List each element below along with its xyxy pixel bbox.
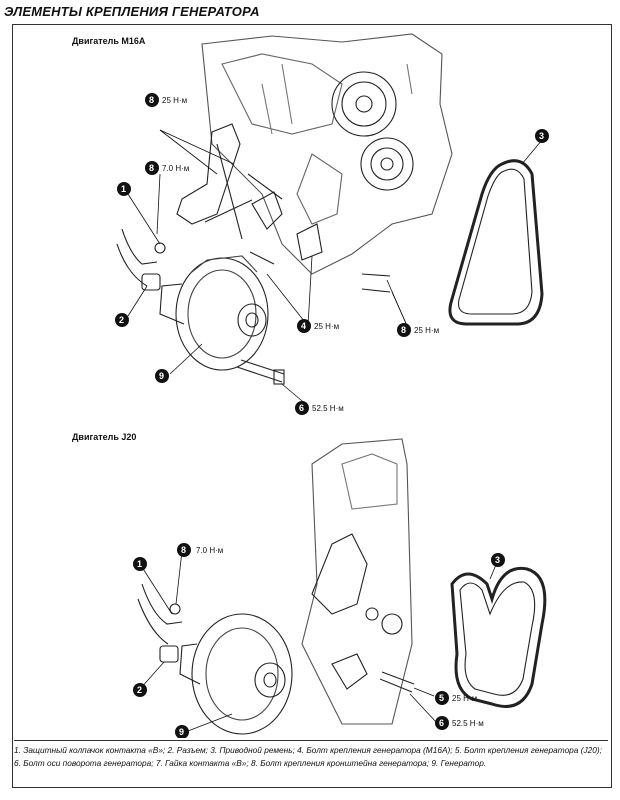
engine-m16a-drawing xyxy=(201,33,453,275)
callout-6-bottom: 6 52.5 Н·м xyxy=(435,716,484,730)
svg-text:25 Н·м: 25 Н·м xyxy=(452,694,477,703)
svg-text:8: 8 xyxy=(149,95,154,105)
callout-4-top: 4 25 Н·м xyxy=(297,319,339,333)
svg-text:4: 4 xyxy=(301,321,306,331)
connector-j20 xyxy=(137,583,183,663)
callout-8-top-1: 8 25 Н·м xyxy=(145,93,187,107)
svg-text:8: 8 xyxy=(149,163,154,173)
section-label-m16a: Двигатель M16A xyxy=(72,36,146,46)
belt-j20 xyxy=(450,566,547,708)
figure-caption: 1. Защитный колпачок контакта «В»; 2. Ра… xyxy=(14,740,608,770)
diagram-frame xyxy=(12,24,612,788)
callout-9-top: 9 xyxy=(155,369,169,383)
engine-j20-drawing xyxy=(301,438,413,725)
alternator-mounting-diagram: 8 25 Н·м 8 7.0 Н·м 1 2 3 4 25 Н·м 8 25 Н·м 9… xyxy=(115,33,549,738)
callout-3-top: 3 xyxy=(535,129,549,143)
page-title: ЭЛЕМЕНТЫ КРЕПЛЕНИЯ ГЕНЕРАТОРА xyxy=(4,4,260,19)
svg-text:1: 1 xyxy=(121,184,126,194)
svg-text:8: 8 xyxy=(401,325,406,335)
svg-text:6: 6 xyxy=(439,718,444,728)
svg-text:3: 3 xyxy=(495,555,500,565)
callout-1-top: 1 xyxy=(117,182,131,196)
svg-text:9: 9 xyxy=(159,371,164,381)
section-label-j20: Двигатель J20 xyxy=(72,432,137,442)
svg-text:6: 6 xyxy=(299,403,304,413)
bolts-m16a xyxy=(204,173,391,385)
callout-3-bottom: 3 xyxy=(491,553,505,567)
bracket-m16a xyxy=(176,123,323,261)
svg-text:25 Н·м: 25 Н·м xyxy=(414,326,439,335)
belt-m16a xyxy=(448,159,544,326)
svg-text:2: 2 xyxy=(119,315,124,325)
callout-2-top: 2 xyxy=(115,313,129,327)
callout-8-bottom: 8 7.0 Н·м xyxy=(177,543,223,557)
svg-text:2: 2 xyxy=(137,685,142,695)
callout-5-bottom: 5 25 Н·м xyxy=(435,691,477,705)
callout-1-bottom: 1 xyxy=(133,557,147,571)
callout-6-top: 6 52.5 Н·м xyxy=(295,401,344,415)
callout-9-bottom: 9 xyxy=(175,725,189,738)
svg-text:25 Н·м: 25 Н·м xyxy=(314,322,339,331)
callout-8-top-2: 8 7.0 Н·м xyxy=(145,161,189,175)
callout-2-bottom: 2 xyxy=(133,683,147,697)
svg-text:52.5 Н·м: 52.5 Н·м xyxy=(452,719,484,728)
svg-text:3: 3 xyxy=(539,131,544,141)
svg-text:25 Н·м: 25 Н·м xyxy=(162,96,187,105)
svg-text:1: 1 xyxy=(137,559,142,569)
svg-text:52.5 Н·м: 52.5 Н·м xyxy=(312,404,344,413)
svg-text:7.0 Н·м: 7.0 Н·м xyxy=(196,546,223,555)
callout-8-top-3: 8 25 Н·м xyxy=(397,323,439,337)
svg-text:7.0 Н·м: 7.0 Н·м xyxy=(162,164,189,173)
alternator-m16a xyxy=(159,255,269,371)
svg-text:5: 5 xyxy=(439,693,444,703)
svg-text:8: 8 xyxy=(181,545,186,555)
leader-lines xyxy=(127,129,543,732)
svg-text:9: 9 xyxy=(179,727,184,737)
bolts-j20 xyxy=(379,671,415,693)
alternator-j20 xyxy=(179,613,293,735)
connector-m16a xyxy=(116,228,166,291)
